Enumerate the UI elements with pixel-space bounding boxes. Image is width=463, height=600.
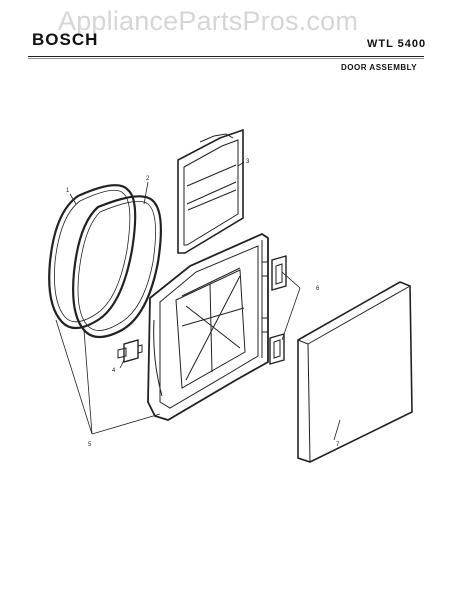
- door-panel-part: [297, 281, 413, 463]
- callout-7: 7: [336, 442, 340, 448]
- door-latch-part: [117, 339, 143, 363]
- callout-6: 6: [316, 286, 320, 292]
- callout-4: 4: [112, 368, 116, 374]
- callout-1: 1: [66, 188, 70, 194]
- callout-2: 2: [146, 176, 150, 182]
- door-frame-part: [147, 232, 269, 421]
- gasket-inner-part: [72, 195, 162, 339]
- callout-3: 3: [246, 159, 250, 165]
- hinge-lower-part: [269, 333, 285, 365]
- section-title: DOOR ASSEMBLY: [341, 63, 418, 72]
- header-rule-secondary: [28, 58, 424, 59]
- leader-lines: [55, 161, 341, 441]
- callout-5: 5: [88, 442, 92, 448]
- model-number: WTL 5400: [367, 38, 427, 50]
- hinge-upper-part: [271, 255, 287, 291]
- header-rule: [28, 56, 424, 57]
- brand-logo: BOSCH: [32, 30, 99, 49]
- lint-filter-part: [177, 128, 244, 254]
- gasket-outer-part: [48, 184, 137, 330]
- watermark-text: AppliancePartsPros.com: [58, 6, 359, 36]
